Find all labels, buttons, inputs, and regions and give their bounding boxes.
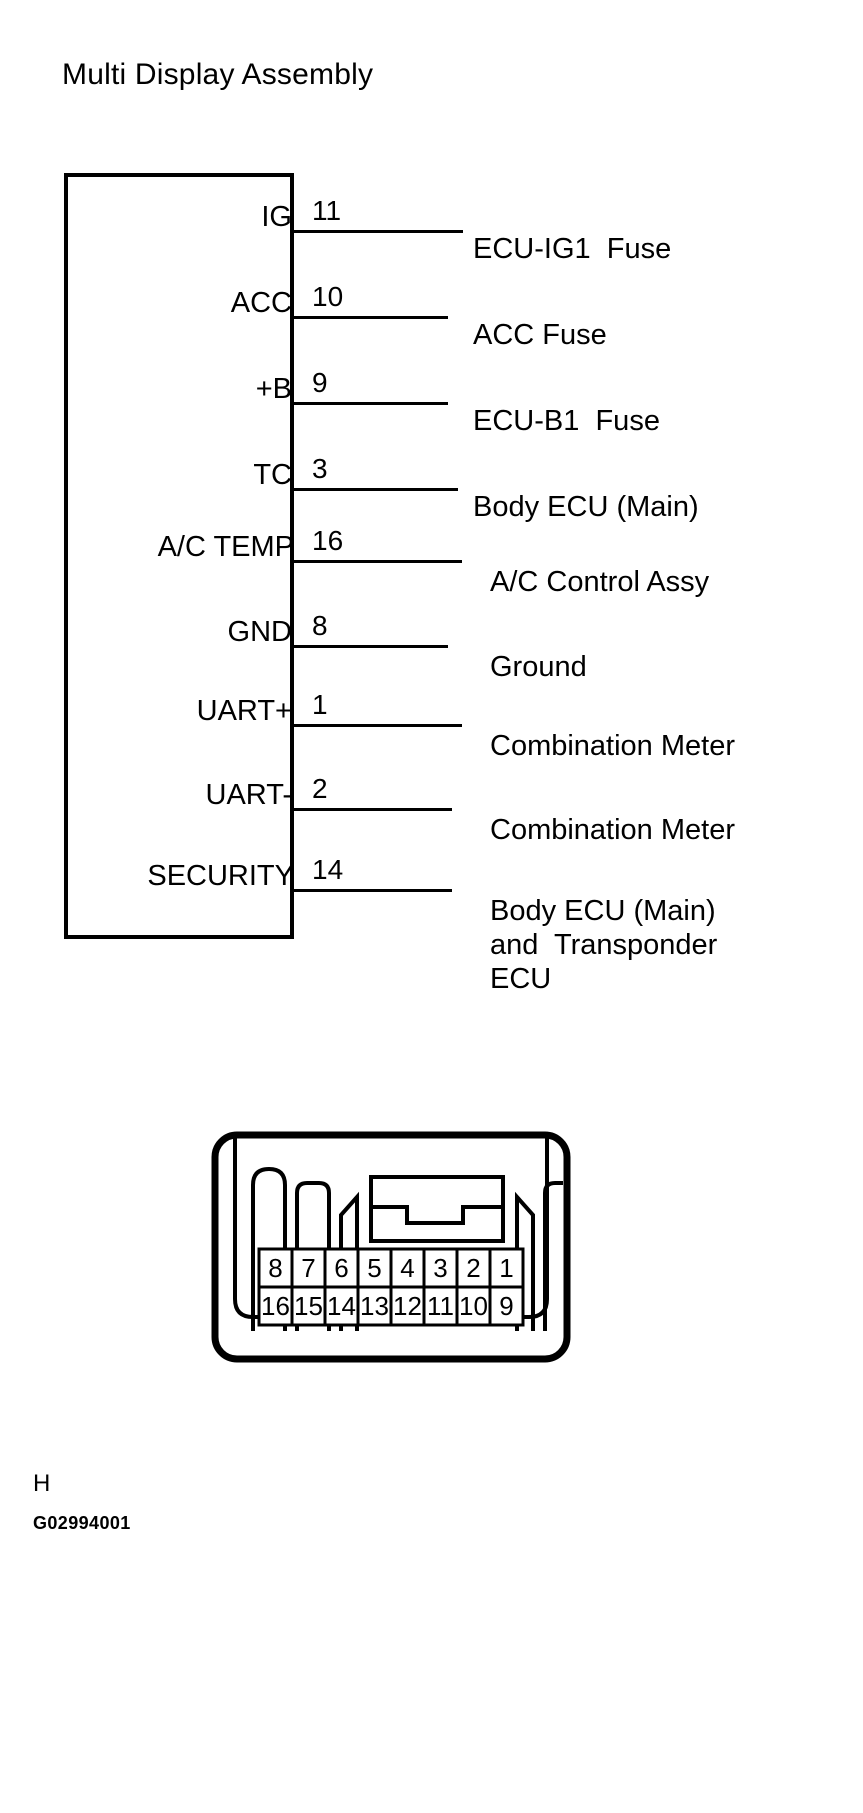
connector-pin-number: 1 — [499, 1253, 513, 1283]
figure-letter: H — [33, 1470, 51, 1497]
connector-pin-number: 4 — [400, 1253, 414, 1283]
connector-pin-cell — [488, 1285, 525, 1327]
pin-number: 1 — [312, 689, 328, 720]
connector-pin-number: 2 — [466, 1253, 480, 1283]
pin-target-label: ECU-IG1 Fuse — [473, 233, 672, 265]
pin-lead-line — [292, 488, 458, 491]
page-title: Multi Display Assembly — [62, 58, 374, 91]
pin-target-label: Body ECU (Main) and Transponder ECU — [490, 895, 718, 995]
connector-right-tab — [543, 1181, 563, 1331]
connector-pin-number: 9 — [499, 1291, 513, 1321]
pin-name: UART- — [205, 779, 292, 811]
connector-second-tab — [295, 1181, 331, 1331]
pin-number: 2 — [312, 773, 328, 804]
pin-number: 16 — [312, 525, 344, 556]
pin-name: GND — [227, 616, 292, 648]
connector-latch-step — [371, 1205, 503, 1225]
connector-pin-number: 6 — [334, 1253, 348, 1283]
pin-lead-line — [292, 560, 462, 563]
connector-pin-number: 8 — [268, 1253, 282, 1283]
pin-name: ACC — [230, 287, 292, 319]
connector-pin-cell — [455, 1247, 492, 1289]
pin-number: 9 — [312, 367, 328, 398]
connector-pin-number: 12 — [393, 1291, 422, 1321]
connector-center-latch — [369, 1175, 505, 1243]
pin-name: IG — [261, 201, 292, 233]
module-box — [64, 173, 294, 939]
connector-pin-cell — [257, 1247, 294, 1289]
pin-target-label: Body ECU (Main) — [473, 491, 699, 523]
connector-pin-cell — [323, 1247, 360, 1289]
pin-number: 3 — [312, 453, 328, 484]
connector-pin-number: 16 — [261, 1291, 290, 1321]
figure-code: G02994001 — [33, 1513, 131, 1533]
connector-pin-number: 15 — [294, 1291, 323, 1321]
pin-lead-line — [292, 889, 452, 892]
pin-target-label: Ground — [490, 651, 587, 683]
pin-target-label: ACC Fuse — [473, 319, 607, 351]
connector-left-tab — [251, 1166, 287, 1331]
pin-name: UART+ — [196, 695, 292, 727]
connector-pin-number: 3 — [433, 1253, 447, 1283]
pin-target-label: Combination Meter — [490, 814, 735, 846]
connector-pin-cell — [356, 1247, 393, 1289]
pin-lead-line — [292, 316, 448, 319]
connector-pin-cell — [323, 1285, 360, 1327]
pin-lead-line — [292, 724, 462, 727]
connector-pin-number: 10 — [459, 1291, 488, 1321]
pin-name: TC — [253, 459, 292, 491]
connector-pin-cell — [422, 1285, 459, 1327]
pin-lead-line — [292, 808, 452, 811]
pin-target-label: Combination Meter — [490, 730, 735, 762]
connector-pin-number: 14 — [327, 1291, 356, 1321]
pin-lead-line — [292, 645, 448, 648]
pin-name: A/C TEMP — [157, 531, 294, 563]
connector-pin-cell — [389, 1247, 426, 1289]
pin-target-label: ECU-B1 Fuse — [473, 405, 660, 437]
connector-pin-number: 7 — [301, 1253, 315, 1283]
connector-pin-cell — [290, 1285, 327, 1327]
pin-target-label: A/C Control Assy — [490, 566, 710, 598]
pin-lead-line — [292, 230, 463, 233]
connector-pin-number: 13 — [360, 1291, 389, 1321]
pin-number: 8 — [312, 610, 328, 641]
pin-name: SECURITY — [147, 860, 294, 892]
pin-number: 10 — [312, 281, 344, 312]
connector-pin-number: 11 — [427, 1291, 454, 1321]
pin-number: 11 — [312, 195, 342, 226]
pin-lead-line — [292, 402, 448, 405]
pin-number: 14 — [312, 854, 344, 885]
connector-pin-number: 5 — [367, 1253, 381, 1283]
pin-name: +B — [255, 373, 292, 405]
